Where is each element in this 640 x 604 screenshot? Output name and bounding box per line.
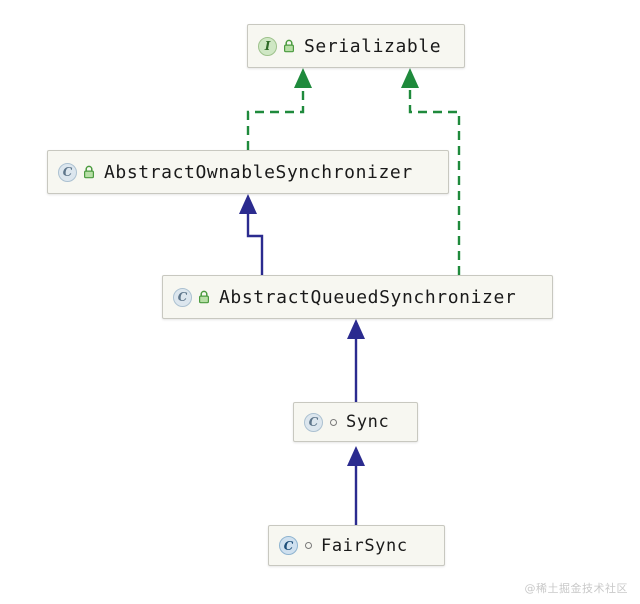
circle-dot-icon [305, 542, 312, 549]
node-icons: C [279, 536, 312, 555]
node-label: Serializable [304, 35, 442, 57]
edge-sync-extends-aqs [347, 319, 365, 402]
node-label: FairSync [321, 535, 408, 556]
node-icons: C [304, 412, 337, 432]
node-label: Sync [346, 412, 390, 432]
interface-circle-icon: I [258, 36, 277, 56]
node-fairsync[interactable]: C FairSync [268, 525, 445, 566]
watermark: @稀土掘金技术社区 [524, 582, 628, 595]
node-label: AbstractOwnableSynchronizer [104, 161, 413, 183]
node-label: AbstractQueuedSynchronizer [219, 286, 517, 308]
node-icons: C [173, 287, 210, 307]
class-circle-icon: C [173, 287, 192, 307]
class-circle-icon: C [279, 536, 298, 555]
node-abstract-ownable-synchronizer[interactable]: C AbstractOwnableSynchronizer [47, 150, 449, 194]
edge-aqs-extends-aos [239, 194, 264, 275]
node-abstract-queued-synchronizer[interactable]: C AbstractQueuedSynchronizer [162, 275, 553, 319]
class-circle-icon: C [304, 412, 323, 432]
node-sync[interactable]: C Sync [293, 402, 418, 442]
edge-fairsync-extends-sync [347, 446, 365, 525]
lock-icon [198, 290, 210, 304]
lock-icon [83, 165, 95, 179]
lock-icon [283, 39, 295, 53]
node-icons: I [258, 36, 295, 56]
edge-aos-implements-serializable [246, 68, 312, 150]
node-serializable[interactable]: I Serializable [247, 24, 465, 68]
node-icons: C [58, 162, 95, 182]
class-circle-icon: C [58, 162, 77, 182]
circle-dot-icon [330, 418, 337, 426]
